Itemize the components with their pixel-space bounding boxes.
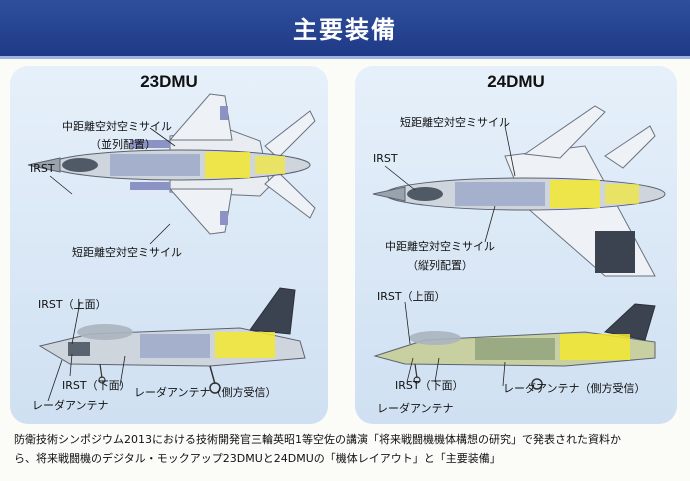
panel-title-24dmu: 24DMU (487, 72, 545, 91)
label-radar-24dmu: レーダアンテナ (377, 402, 454, 415)
label-irst-bottom-23dmu: IRST（下面） (62, 379, 131, 392)
page-title: 主要装備 (293, 16, 397, 44)
panel-24dmu: 24DMU (355, 66, 677, 424)
aircraft-23dmu-side-view (38, 287, 306, 394)
label-irst-bottom-24dmu: IRST（下面） (395, 379, 464, 392)
label-parallel-23dmu: （並列配置） (90, 138, 156, 151)
aircraft-23dmu-top-view (27, 93, 316, 235)
leader-lines-24dmu (384, 125, 516, 387)
panel-23dmu: 23DMU (10, 66, 328, 424)
label-short-missile-23dmu: 短距離空対空ミサイル (72, 246, 182, 259)
caption-line-2: ら、将来戦闘機のデジタル・モックアップ23DMUと24DMUの「機体レイアウト」… (14, 452, 501, 465)
label-mid-missile-23dmu: 中距離空対空ミサイル (62, 120, 172, 133)
aircraft-24dmu-side-view (373, 303, 656, 390)
aircraft-24dmu-top-view (372, 105, 666, 277)
caption: 防衛技術シンポジウム2013における技術開発官三輪英昭1等空佐の講演「将来戦闘機… (14, 430, 678, 468)
leader-lines-23dmu (47, 127, 176, 402)
panel-title-23dmu: 23DMU (140, 72, 198, 91)
label-radar-23dmu: レーダアンテナ (32, 399, 109, 412)
label-tandem-24dmu: （縦列配置） (407, 259, 473, 272)
label-irst-top-24dmu: IRST（上面） (377, 290, 446, 303)
label-short-missile-24dmu: 短距離空対空ミサイル (400, 116, 510, 129)
label-radar-side-23dmu: レーダアンテナ（側方受信） (134, 386, 277, 399)
label-irst-23dmu: IRST (30, 162, 55, 175)
header-bar: 主要装備 (0, 0, 690, 59)
label-irst-top-23dmu: IRST（上面） (38, 298, 107, 311)
label-irst-24dmu: IRST (373, 152, 398, 165)
label-mid-missile-24dmu: 中距離空対空ミサイル (385, 240, 495, 253)
aircraft-24dmu-diagram (372, 105, 666, 390)
caption-line-1: 防衛技術シンポジウム2013における技術開発官三輪英昭1等空佐の講演「将来戦闘機… (14, 433, 621, 446)
aircraft-23dmu-diagram (27, 93, 316, 402)
label-radar-side-24dmu: レーダアンテナ（側方受信） (503, 382, 646, 395)
